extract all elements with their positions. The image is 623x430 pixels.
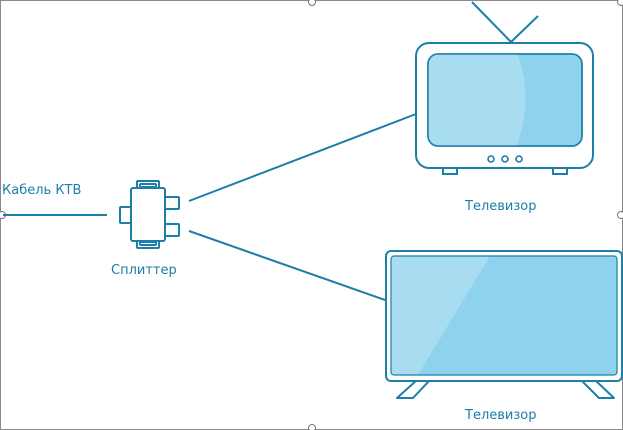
resize-handle-top[interactable]: [308, 0, 316, 6]
connector-line-bottom: [188, 230, 386, 301]
tv-bottom-label: Телевизор: [465, 408, 537, 423]
resize-handle-bottom[interactable]: [308, 424, 316, 430]
resize-handle-top-right[interactable]: [617, 0, 623, 6]
flat-tv-icon: [385, 250, 623, 399]
splitter-icon: [119, 180, 180, 249]
crt-tv-icon: [415, 1, 594, 175]
splitter-label: Сплиттер: [111, 263, 177, 278]
tv-top-label: Телевизор: [465, 199, 537, 214]
cable-label: Кабель КТВ: [2, 183, 82, 198]
resize-handle-right[interactable]: [617, 211, 623, 219]
connector-line-top: [188, 113, 417, 202]
